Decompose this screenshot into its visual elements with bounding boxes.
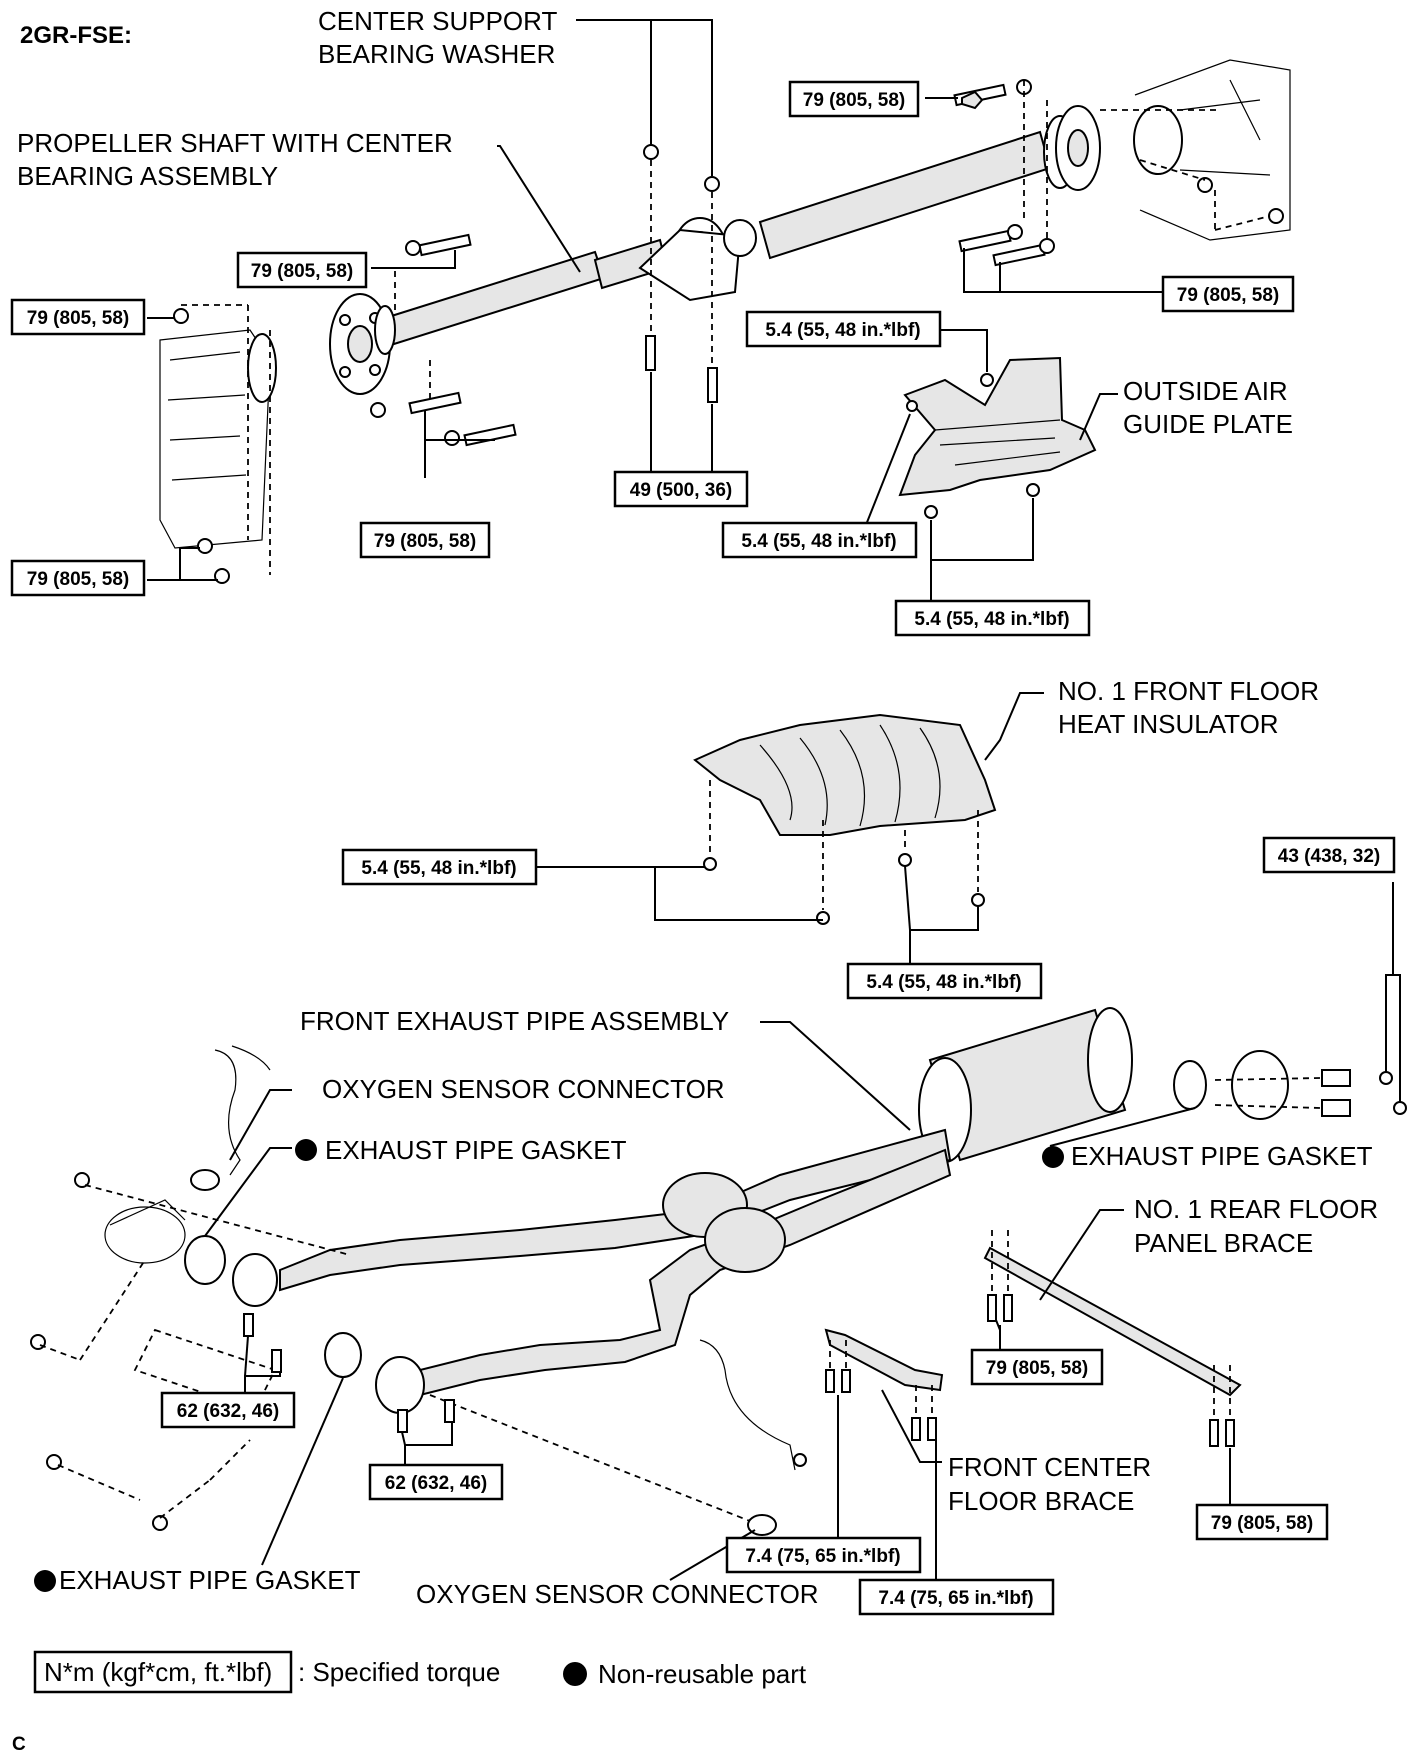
label-propeller-shaft-2: BEARING ASSEMBLY [17, 161, 278, 191]
torque-value: 5.4 (55, 48 in.*lbf) [765, 320, 920, 341]
diagram-title: 2GR-FSE: [20, 22, 132, 49]
label-outside-air-guide-2: GUIDE PLATE [1123, 409, 1293, 439]
label-propeller-shaft-1: PROPELLER SHAFT WITH CENTER [17, 128, 453, 158]
nonreusable-icon [563, 1662, 587, 1686]
heat-insulator-drawing [533, 692, 1044, 968]
torque-value: 5.4 (55, 48 in.*lbf) [361, 858, 516, 879]
label-exhaust-gasket-left: EXHAUST PIPE GASKET [325, 1135, 627, 1165]
torque-value: 7.4 (75, 65 in.*lbf) [878, 1588, 1033, 1609]
torque-box: 5.4 (55, 48 in.*lbf) [894, 599, 1091, 637]
propeller-shaft-drawing [147, 19, 1291, 584]
label-front-center-brace-1: FRONT CENTER [948, 1452, 1151, 1482]
torque-box: 5.4 (55, 48 in.*lbf) [721, 521, 918, 559]
torque-box: 79 (805, 58) [788, 80, 920, 118]
label-outside-air-guide-1: OUTSIDE AIR [1123, 376, 1288, 406]
label-front-center-brace-2: FLOOR BRACE [948, 1486, 1134, 1516]
torque-value: 62 (632, 46) [385, 1473, 487, 1494]
label-exhaust-gasket-right: EXHAUST PIPE GASKET [1071, 1141, 1373, 1171]
torque-box: 62 (632, 46) [160, 1391, 296, 1429]
nonreusable-icon [295, 1139, 317, 1161]
torque-box: 79 (805, 58) [359, 521, 491, 559]
label-rear-floor-brace-2: PANEL BRACE [1134, 1228, 1313, 1258]
torque-box: 43 (438, 32) [1262, 836, 1396, 874]
torque-box: 7.4 (75, 65 in.*lbf) [725, 1536, 922, 1574]
torque-box: 79 (805, 58) [1195, 1503, 1329, 1541]
label-exhaust-gasket-bottom: EXHAUST PIPE GASKET [59, 1565, 361, 1595]
label-center-support-washer-1: CENTER SUPPORT [318, 6, 557, 36]
torque-value: 43 (438, 32) [1278, 846, 1380, 867]
label-rear-floor-brace-1: NO. 1 REAR FLOOR [1134, 1194, 1378, 1224]
torque-box: 79 (805, 58) [1161, 275, 1295, 313]
nonreusable-icon [1042, 1146, 1064, 1168]
torque-box: 79 (805, 58) [10, 298, 146, 336]
nonreusable-icon [34, 1570, 56, 1592]
torque-value: 49 (500, 36) [630, 480, 732, 501]
label-heat-insulator-2: HEAT INSULATOR [1058, 709, 1279, 739]
torque-value: 7.4 (75, 65 in.*lbf) [745, 1546, 900, 1567]
legend: N*m (kgf*cm, ft.*lbf) : Specified torque… [33, 1650, 807, 1694]
torque-value: 79 (805, 58) [27, 569, 129, 590]
torque-box: 49 (500, 36) [613, 470, 749, 508]
torque-value: 79 (805, 58) [27, 308, 129, 329]
torque-value: 79 (805, 58) [803, 90, 905, 111]
torque-box: 5.4 (55, 48 in.*lbf) [745, 310, 942, 348]
label-oxygen-sensor-connector-top: OXYGEN SENSOR CONNECTOR [322, 1074, 725, 1104]
exhaust-drawing [30, 882, 1407, 1584]
torque-box: 5.4 (55, 48 in.*lbf) [846, 962, 1043, 1000]
torque-box: 7.4 (75, 65 in.*lbf) [858, 1578, 1055, 1616]
torque-value: 5.4 (55, 48 in.*lbf) [866, 972, 1021, 993]
torque-value: 79 (805, 58) [986, 1358, 1088, 1379]
legend-torque-unit: N*m (kgf*cm, ft.*lbf) [44, 1657, 272, 1687]
torque-box: 79 (805, 58) [10, 559, 146, 597]
torque-value: 62 (632, 46) [177, 1401, 279, 1422]
torque-value: 5.4 (55, 48 in.*lbf) [914, 609, 1069, 630]
footer-code: C [12, 1734, 26, 1755]
legend-torque-text: : Specified torque [298, 1657, 500, 1687]
label-center-support-washer-2: BEARING WASHER [318, 39, 555, 69]
outside-air-guide-plate-drawing [859, 329, 1118, 606]
label-front-exhaust-pipe: FRONT EXHAUST PIPE ASSEMBLY [300, 1006, 729, 1036]
torque-value: 79 (805, 58) [251, 261, 353, 282]
torque-value: 79 (805, 58) [1177, 285, 1279, 306]
torque-box: 79 (805, 58) [236, 251, 368, 289]
torque-value: 5.4 (55, 48 in.*lbf) [741, 531, 896, 552]
torque-box: 62 (632, 46) [368, 1463, 504, 1501]
torque-box: 5.4 (55, 48 in.*lbf) [341, 848, 538, 886]
label-oxygen-sensor-connector-bottom: OXYGEN SENSOR CONNECTOR [416, 1579, 819, 1609]
torque-value: 79 (805, 58) [374, 531, 476, 552]
torque-value: 79 (805, 58) [1211, 1513, 1313, 1534]
label-heat-insulator-1: NO. 1 FRONT FLOOR [1058, 676, 1319, 706]
torque-box: 79 (805, 58) [970, 1348, 1104, 1386]
legend-nonreusable-text: Non-reusable part [598, 1659, 807, 1689]
